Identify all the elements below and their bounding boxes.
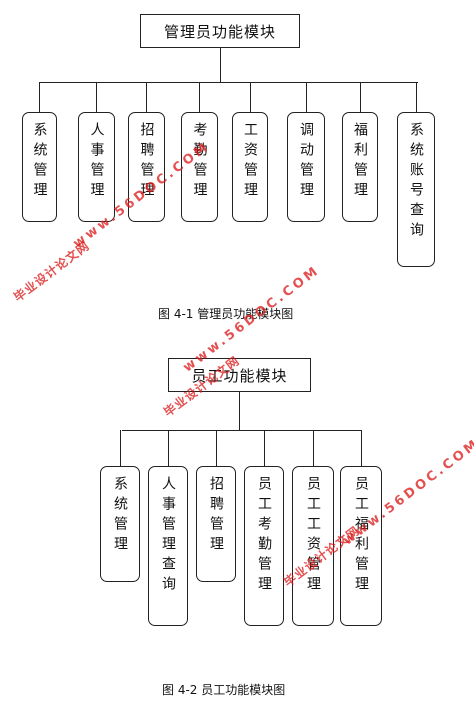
diagram2-caption: 图 4-2 员工功能模块图 <box>162 683 286 697</box>
diagram2-root-label: 员工功能模块 <box>191 366 288 385</box>
diagram2-child-label: 系统管理 <box>112 476 128 556</box>
diagram1-child-label: 招聘管理 <box>138 122 155 202</box>
diagram2-child-connector <box>119 430 121 466</box>
diagram2-bus-line <box>122 430 361 431</box>
diagram1-child-connector <box>96 82 97 112</box>
diagram1-child-label: 系统管理 <box>31 122 48 202</box>
diagram1-child-connector <box>39 82 40 112</box>
diagram2-root-connector <box>239 392 240 430</box>
diagram2-child-label: 员工考勤管理 <box>256 476 272 596</box>
diagram2-child-connector <box>312 430 314 466</box>
diagram2-child-box: 系统管理 <box>100 466 140 582</box>
diagram1-root-connector <box>219 48 221 82</box>
diagram1-child-box: 福利管理 <box>342 112 378 222</box>
diagram1-child-box: 招聘管理 <box>128 112 165 222</box>
diagram2-child-label: 员工福利管理 <box>353 476 369 596</box>
diagram1-caption: 图 4-1 管理员功能模块图 <box>158 307 294 321</box>
diagram1-child-label: 调动管理 <box>298 122 314 202</box>
diagram1-child-connector <box>199 82 200 112</box>
diagram2-child-box: 员工福利管理 <box>340 466 382 626</box>
diagram2-child-box: 员工考勤管理 <box>244 466 284 626</box>
diagram2-child-connector <box>167 430 169 466</box>
diagram1-child-label: 工资管理 <box>242 122 258 202</box>
diagram2-child-label: 招聘管理 <box>208 476 224 556</box>
diagram2-child-connector <box>215 430 217 466</box>
diagram1-child-connector <box>146 82 147 112</box>
diagram2-child-connector <box>360 430 362 466</box>
diagram2-child-box: 员工工资管理 <box>292 466 334 626</box>
diagram1-child-connector <box>415 82 417 112</box>
diagram1-child-box: 调动管理 <box>287 112 325 222</box>
diagram1-child-label: 系统账号查询 <box>408 122 424 242</box>
diagram2-child-label: 员工工资管理 <box>305 476 321 596</box>
diagram2-child-box: 人事管理查询 <box>148 466 188 626</box>
diagram1-child-box: 工资管理 <box>232 112 268 222</box>
diagram1-bus-line <box>39 82 418 83</box>
diagram2-child-box: 招聘管理 <box>196 466 236 582</box>
diagram1-child-box: 人事管理 <box>78 112 115 222</box>
diagram1-child-label: 考勤管理 <box>191 122 208 202</box>
diagram1-child-connector <box>359 82 361 112</box>
diagram1-root-box: 管理员功能模块 <box>140 14 300 48</box>
diagram1-child-box: 考勤管理 <box>181 112 218 222</box>
diagram1-child-label: 福利管理 <box>352 122 368 202</box>
diagram1-child-label: 人事管理 <box>88 122 105 202</box>
diagram1-child-connector <box>305 82 307 112</box>
diagram1-root-label: 管理员功能模块 <box>163 22 276 41</box>
diagram1-child-box: 系统管理 <box>22 112 57 222</box>
diagram1-child-connector <box>249 82 251 112</box>
diagram2-root-box: 员工功能模块 <box>168 358 311 392</box>
diagram2-child-label: 人事管理查询 <box>160 476 176 596</box>
diagram1-child-box: 系统账号查询 <box>397 112 435 267</box>
diagram2-child-connector <box>263 430 265 466</box>
